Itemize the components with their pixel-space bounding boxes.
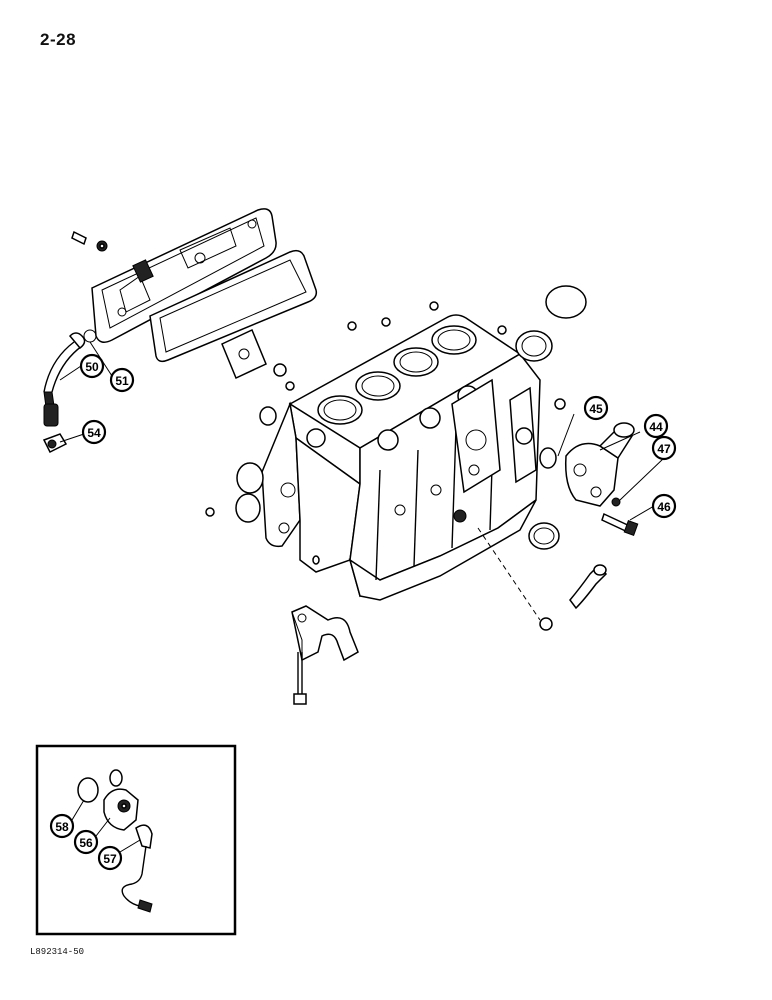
svg-text:51: 51 — [115, 374, 129, 388]
heater-plug — [539, 617, 553, 631]
callout-58: 58 — [49, 813, 75, 839]
callout-56: 56 — [73, 829, 99, 855]
callout-57: 57 — [97, 845, 123, 871]
svg-text:54: 54 — [87, 426, 101, 440]
cover-bolt — [71, 230, 108, 252]
callout-47: 47 — [651, 435, 677, 461]
svg-text:57: 57 — [103, 852, 117, 866]
hose-clamp — [83, 329, 97, 343]
svg-text:58: 58 — [55, 820, 69, 834]
breather-hose — [43, 332, 86, 427]
figure-code: L892314-50 — [30, 947, 85, 957]
callout-50: 50 — [79, 353, 105, 379]
housing-bolt — [601, 512, 639, 536]
page-number: 2-28 — [40, 30, 77, 49]
bypass-hose — [569, 564, 608, 610]
heater-element — [103, 769, 139, 831]
svg-text:50: 50 — [85, 360, 99, 374]
callout-51: 51 — [109, 367, 135, 393]
leader-lines — [59, 341, 665, 521]
rocker-cover-gasket — [149, 249, 318, 363]
svg-text:46: 46 — [657, 500, 671, 514]
callout-44: 44 — [643, 413, 669, 439]
svg-text:47: 47 — [657, 442, 671, 456]
inset-block-heater — [35, 744, 237, 936]
hose-fitting — [42, 433, 68, 454]
expansion-plugs — [205, 301, 566, 565]
front-plate — [221, 328, 267, 380]
callout-45: 45 — [583, 395, 609, 421]
leader-dashed — [477, 527, 541, 621]
thermostat-housing — [564, 422, 635, 507]
cylinder-block — [261, 314, 541, 601]
svg-text:45: 45 — [589, 402, 603, 416]
housing-nut — [611, 497, 621, 507]
inset-o-ring — [77, 777, 99, 803]
callout-54: 54 — [81, 419, 107, 445]
o-ring — [539, 447, 557, 469]
rocker-cover — [91, 208, 277, 343]
main-bearing-bolt — [293, 652, 307, 705]
main-bearing-cap — [291, 605, 359, 662]
svg-text:56: 56 — [79, 836, 93, 850]
heater-cord — [121, 824, 153, 913]
callout-46: 46 — [651, 493, 677, 519]
svg-text:44: 44 — [649, 420, 663, 434]
rear-seal — [515, 285, 587, 550]
